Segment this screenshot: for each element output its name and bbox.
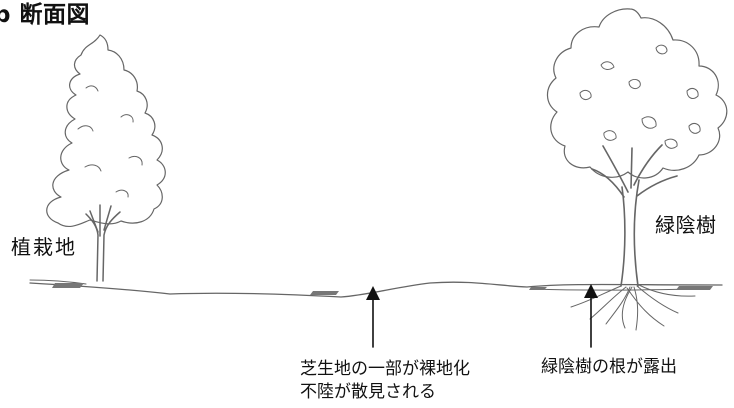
ground-hatch-left bbox=[52, 283, 84, 288]
shade-tree-trunk bbox=[591, 144, 678, 287]
exposed-roots-annotation: 緑陰樹の根が露出 bbox=[541, 357, 677, 377]
planting-area-label: 植栽地 bbox=[11, 235, 77, 259]
shade-tree-canopy bbox=[546, 8, 728, 179]
bare-ground-arrow-head bbox=[366, 286, 380, 300]
root-arrow-head bbox=[584, 284, 598, 298]
bare-ground-annotation-line-1: 芝生地の一部が裸地化 bbox=[300, 359, 470, 379]
planting-tree-canopy bbox=[46, 34, 166, 227]
ground-hatch-right bbox=[529, 287, 547, 290]
ground-hatch-middle bbox=[310, 291, 339, 295]
planting-tree-trunk bbox=[85, 204, 121, 282]
figure-title: b 断面図 bbox=[0, 2, 90, 28]
bare-ground-annotation-line-2: 不陸が散見される bbox=[300, 382, 436, 402]
shade-tree-label: 緑陰樹 bbox=[655, 213, 717, 237]
bare-ground-annotation: 芝生地の一部が裸地化 不陸が散見される bbox=[300, 358, 470, 404]
